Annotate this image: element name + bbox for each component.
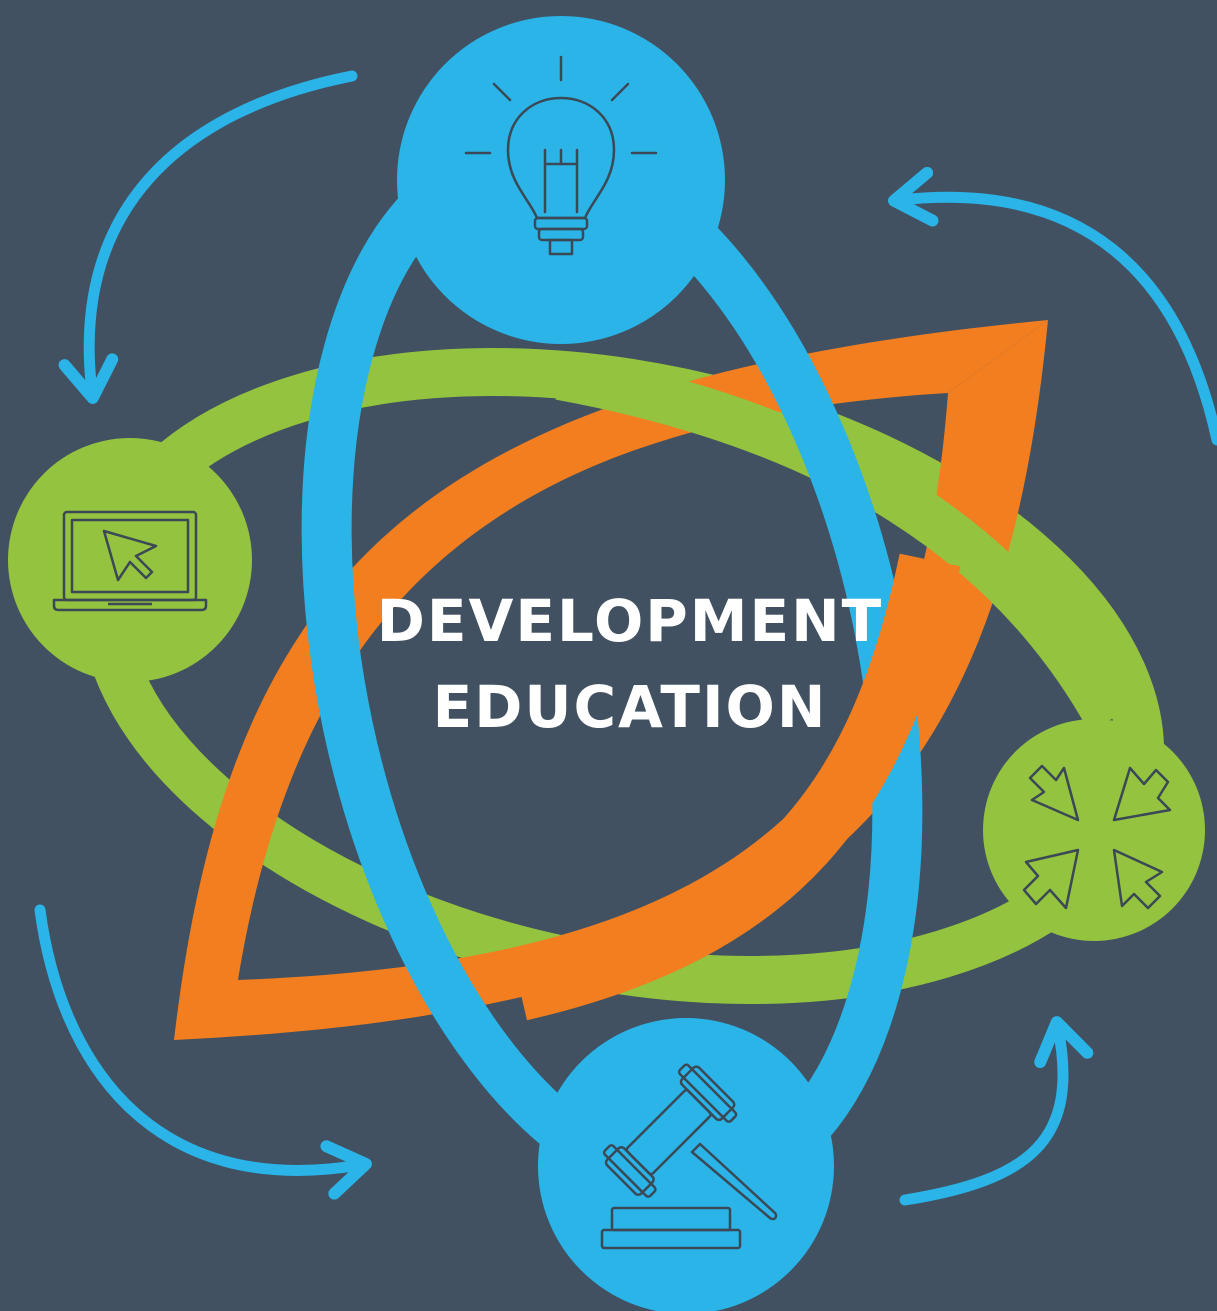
node-digital-circle — [8, 438, 252, 682]
node-policy — [538, 1018, 834, 1311]
converging-arrows-icon — [1022, 764, 1172, 910]
node-idea — [397, 16, 725, 344]
title-line-1: DEVELOPMENT — [376, 587, 884, 655]
node-collaboration-circle — [983, 719, 1205, 941]
green-orbit-top-arc — [555, 352, 1132, 732]
gavel-icon — [600, 1063, 778, 1250]
node-digital — [8, 438, 252, 682]
node-idea-circle — [397, 16, 725, 344]
orange-orbit — [174, 320, 1048, 1040]
arrow-bottom-left — [34, 904, 372, 1200]
lightbulb-icon — [464, 55, 658, 256]
cycle-arrows — [34, 70, 1217, 1206]
node-policy-circle — [538, 1018, 834, 1311]
diagram-title: DEVELOPMENT EDUCATION — [340, 578, 920, 750]
title-line-2: EDUCATION — [432, 673, 828, 741]
arrow-bottom-right — [899, 1016, 1094, 1206]
arrow-top-left — [58, 70, 358, 404]
node-collaboration — [983, 719, 1205, 941]
orange-orbit-lower-arc — [513, 553, 961, 1021]
laptop-cursor-icon — [52, 510, 208, 612]
arrow-top-right — [888, 166, 1217, 446]
